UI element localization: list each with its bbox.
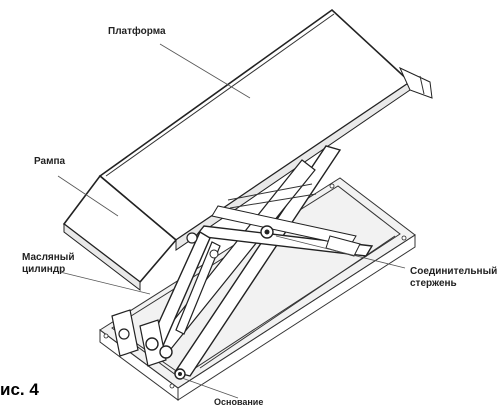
oil-cylinder-leader <box>59 271 151 295</box>
leader-lines <box>57 43 406 399</box>
ramp-leader <box>57 175 119 217</box>
platform-leader <box>159 43 251 99</box>
ramp <box>62 174 178 292</box>
figure-caption: ис. 4 <box>0 380 39 399</box>
platform-label: Платформа <box>108 26 166 37</box>
oil-cylinder-label-line2: цилиндр <box>22 264 66 275</box>
platform-deck <box>98 8 433 251</box>
base-label: Основание <box>214 397 264 407</box>
base-leader <box>181 377 239 399</box>
oil-cylinder-label-line1: Масляный <box>22 252 75 263</box>
oil-cylinder <box>149 230 221 349</box>
connecting-rod <box>260 225 361 257</box>
connecting-rod-label-line2: стержень <box>410 278 457 289</box>
connecting-rod-leader <box>275 235 406 269</box>
base-hinges <box>103 183 407 389</box>
ramp-label: Рампа <box>34 156 66 167</box>
connecting-rod-label-line1: Соединительный <box>410 266 498 277</box>
